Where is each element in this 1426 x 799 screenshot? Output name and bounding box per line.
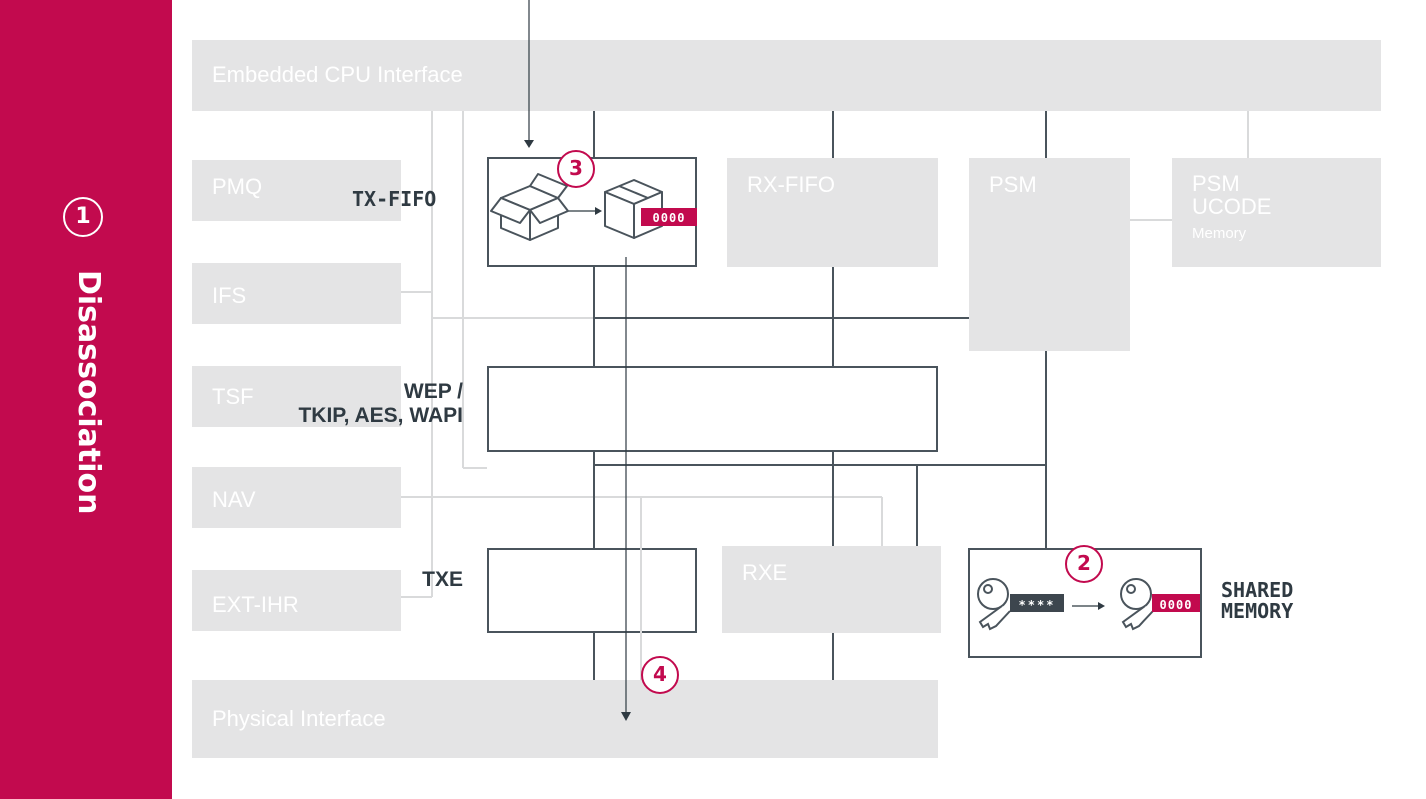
rxe-block: RXE bbox=[722, 546, 941, 633]
masked-key-text: **** bbox=[1019, 598, 1056, 612]
ext-ihr-block: EXT-IHR bbox=[192, 570, 401, 631]
psm-ucode-title-1: PSM bbox=[1192, 171, 1240, 196]
step-3-badge: 3 bbox=[557, 150, 595, 188]
psm-ucode-title-2: UCODE bbox=[1192, 194, 1272, 219]
tsf-block: TSF bbox=[192, 366, 401, 427]
sidebar: 1 Disassociation bbox=[0, 0, 172, 799]
box-code-text: 0000 bbox=[653, 211, 686, 225]
pmq-block: PMQ bbox=[192, 160, 401, 221]
step-2-badge: 2 bbox=[1065, 545, 1103, 583]
rx-fifo-block: RX-FIFO bbox=[727, 158, 938, 267]
key-icon bbox=[977, 578, 1011, 631]
psm-block: PSM bbox=[969, 158, 1130, 351]
shared-memory-label: SHARED MEMORY bbox=[1221, 580, 1293, 622]
encryption-label-line2: TKIP, AES, WAPI bbox=[298, 404, 463, 427]
txe-box bbox=[487, 548, 697, 633]
shared-memory-label-line1: SHARED bbox=[1221, 578, 1294, 602]
txe-label: TXE bbox=[422, 568, 463, 591]
key-icon bbox=[1120, 578, 1154, 631]
encryption-label-line1: WEP / bbox=[403, 380, 463, 403]
step-4-badge: 4 bbox=[641, 656, 679, 694]
encryption-label: WEP / TKIP, AES, WAPI bbox=[280, 380, 463, 428]
box-code-badge bbox=[641, 208, 697, 226]
physical-interface-block: Physical Interface bbox=[192, 680, 938, 758]
shared-memory-label-line2: MEMORY bbox=[1221, 599, 1294, 623]
step-number-badge: 1 bbox=[63, 197, 103, 237]
tx-fifo-label: TX-FIFO bbox=[352, 187, 437, 211]
open-box-icon bbox=[490, 173, 569, 241]
key-code-text: 0000 bbox=[1160, 598, 1193, 612]
nav-block: NAV bbox=[192, 467, 401, 528]
encryption-engine-box bbox=[487, 366, 938, 452]
slide-title: Disassociation bbox=[71, 270, 106, 515]
ifs-block: IFS bbox=[192, 263, 401, 324]
embedded-cpu-interface-block: Embedded CPU Interface bbox=[192, 40, 1381, 111]
key-code-badge bbox=[1152, 594, 1200, 612]
psm-ucode-block: PSM UCODE Memory bbox=[1172, 158, 1381, 267]
psm-ucode-memory-label: Memory bbox=[1192, 225, 1247, 242]
masked-key-badge bbox=[1010, 594, 1064, 612]
